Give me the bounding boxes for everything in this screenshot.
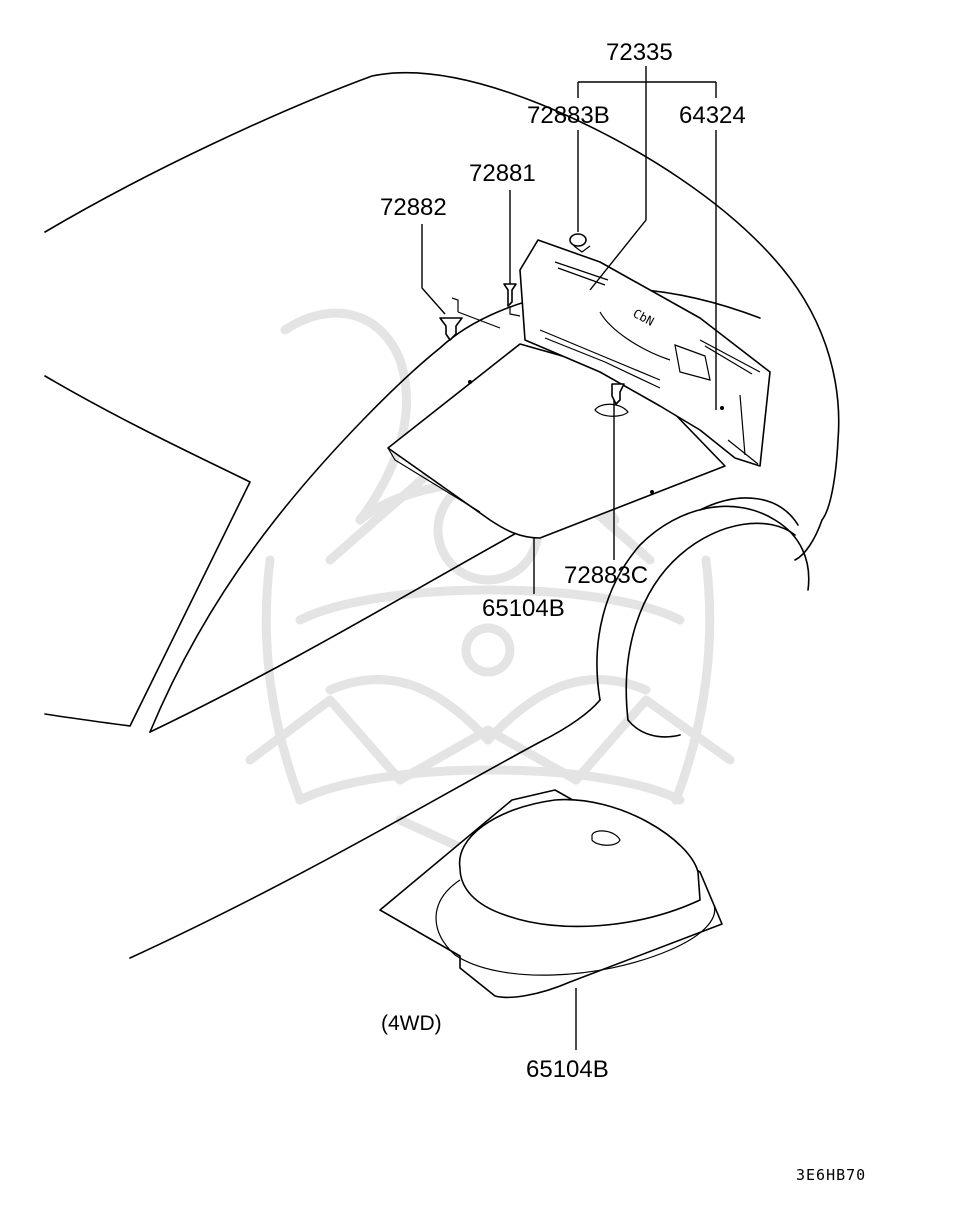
- label-65104B-upper: 65104B: [482, 595, 565, 622]
- rear-panel-trim: CbN: [519, 239, 771, 467]
- label-4wd-note: (4WD): [381, 1012, 442, 1035]
- clip-72883B-icon: [569, 233, 591, 253]
- clip-72882-icon: [439, 297, 501, 341]
- label-72883C: 72883C: [564, 562, 648, 589]
- spare-tire-cover: [379, 789, 723, 999]
- label-72883B: 72883B: [527, 102, 610, 129]
- label-72882: 72882: [380, 194, 447, 221]
- label-72881: 72881: [469, 160, 536, 187]
- diagram-code: 3E6HB70: [796, 1166, 866, 1184]
- screw-72881-icon: [503, 283, 521, 317]
- label-65104B-lower: 65104B: [526, 1056, 609, 1083]
- clip-72883C-icon: [611, 383, 625, 405]
- rear-wheel: [596, 497, 810, 738]
- label-64324: 64324: [679, 102, 746, 129]
- leader-lines: [421, 66, 717, 1050]
- label-72335: 72335: [606, 39, 673, 66]
